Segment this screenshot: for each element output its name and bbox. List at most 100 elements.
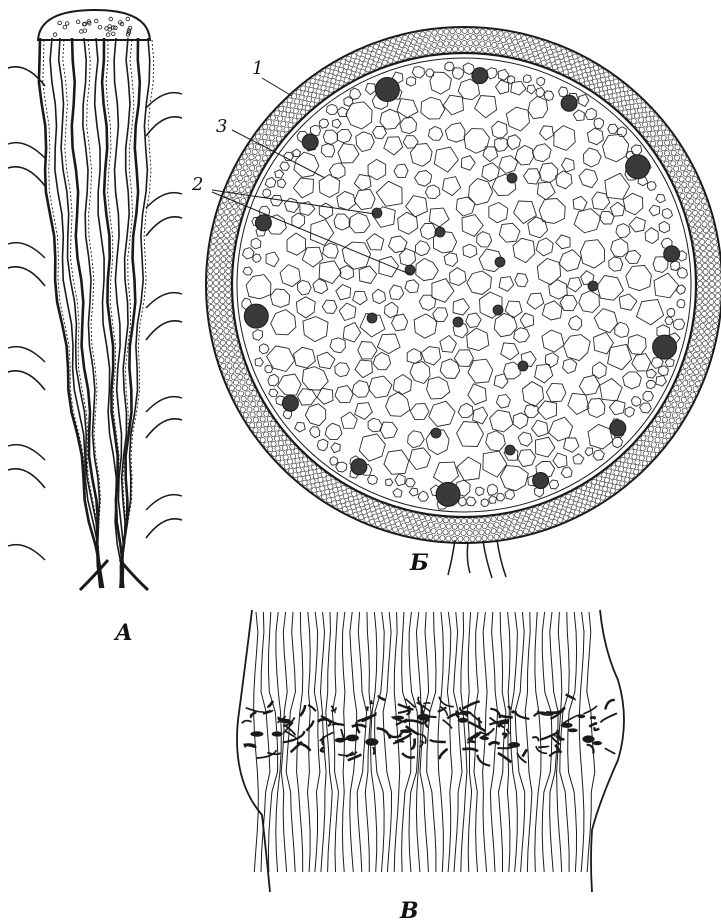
apex-dot	[109, 17, 113, 21]
plexus-strand	[563, 715, 581, 724]
leaf-trace	[146, 293, 182, 308]
plexus-node	[250, 731, 263, 736]
panel-b-endodermis	[232, 53, 696, 517]
vascular-bundle-peripheral	[282, 395, 298, 411]
leaf-trace	[8, 347, 45, 362]
plexus-strand	[469, 722, 486, 731]
leaf-trace	[8, 167, 45, 186]
apex-dot	[65, 22, 69, 26]
plexus-strand	[440, 749, 448, 759]
longitudinal-strand	[499, 612, 506, 872]
plexus-strand	[590, 717, 595, 718]
panel-c-outline-right	[591, 610, 624, 892]
leaf-trace	[146, 397, 182, 412]
callout-label-1: 1	[252, 58, 263, 79]
vascular-bundle-scattered	[505, 445, 515, 455]
plexus-node	[561, 723, 573, 728]
plexus-strand	[462, 702, 479, 709]
panel-b-root	[448, 540, 455, 575]
longitudinal-strand	[461, 612, 467, 872]
callout-line-1	[262, 78, 292, 96]
callout-label-3: 3	[216, 116, 227, 137]
vascular-strand-dotted	[63, 40, 100, 588]
leaf-trace	[146, 193, 182, 208]
longitudinal-strand	[308, 612, 311, 872]
leaf-trace	[146, 117, 182, 136]
plexus-strand	[377, 728, 391, 739]
plexus-strand	[589, 723, 596, 726]
panel-b-cross-section: 1 2 3 Б	[191, 27, 721, 578]
apex-dot	[53, 33, 57, 37]
longitudinal-strand	[254, 612, 259, 872]
plexus-node	[508, 742, 520, 748]
vascular-bundle-scattered	[453, 317, 463, 327]
plexus-node	[400, 729, 412, 733]
plexus-node	[458, 718, 469, 723]
longitudinal-strand	[579, 612, 584, 872]
longitudinal-strand	[525, 612, 532, 872]
longitudinal-strand	[535, 612, 541, 872]
plexus-strand	[338, 752, 357, 756]
leaf-trace	[8, 243, 45, 258]
vascular-bundle-peripheral	[375, 78, 399, 102]
plexus-strand	[352, 725, 366, 727]
vascular-bundle-scattered	[435, 227, 445, 237]
plexus-strand	[417, 702, 431, 711]
plexus-strand	[522, 749, 527, 756]
plexus-node	[417, 714, 430, 721]
longitudinal-strand	[276, 612, 282, 872]
panel-c-longitudinal-strands	[254, 612, 595, 872]
vascular-bundle-scattered	[493, 305, 503, 315]
vascular-bundle-peripheral	[610, 420, 626, 436]
panel-c-node-plexus: В	[237, 610, 624, 922]
plexus-node	[335, 738, 346, 743]
vascular-bundle-peripheral	[472, 68, 488, 84]
plexus-strand	[498, 753, 511, 762]
plexus-strand	[462, 749, 478, 752]
plexus-strand	[594, 727, 599, 730]
plexus-strand	[532, 737, 539, 741]
vascular-bundle-peripheral	[436, 482, 460, 506]
vascular-bundle-scattered	[518, 361, 528, 371]
vascular-bundle-peripheral	[561, 95, 577, 111]
apex-dot	[80, 30, 84, 34]
plexus-strand	[426, 724, 428, 727]
leaf-trace	[8, 469, 45, 488]
panel-b-root	[467, 542, 470, 573]
plexus-node	[578, 714, 586, 718]
vascular-bundle-peripheral	[626, 155, 650, 179]
panel-b-letter: Б	[409, 550, 429, 576]
panel-a-letter: А	[113, 620, 133, 646]
leaf-trace	[146, 519, 182, 538]
leaf-trace	[146, 495, 182, 510]
plexus-strand	[283, 740, 293, 742]
vascular-bundle-scattered	[372, 208, 382, 218]
plexus-strand	[546, 707, 565, 712]
leaf-trace	[146, 217, 182, 236]
leaf-trace	[8, 371, 45, 390]
plexus-node	[282, 719, 290, 724]
plexus-strand	[367, 707, 369, 711]
panel-a-base	[80, 560, 148, 590]
plexus-node	[272, 731, 283, 736]
plexus-strand	[490, 709, 500, 719]
plexus-node	[346, 734, 359, 741]
apex-dot	[105, 27, 109, 31]
plexus-node	[365, 738, 378, 745]
apex-dot	[58, 21, 62, 25]
leaf-trace	[8, 545, 45, 560]
plexus-strand	[600, 713, 617, 722]
plexus-strand	[402, 753, 415, 758]
vascular-bundle-peripheral	[653, 335, 677, 359]
plexus-strand	[489, 742, 500, 745]
vascular-bundle-peripheral	[255, 215, 271, 231]
plexus-strand	[263, 710, 272, 713]
plexus-strand	[538, 746, 549, 748]
longitudinal-strand	[314, 612, 320, 872]
leaf-trace	[8, 143, 45, 158]
longitudinal-strand	[447, 612, 452, 872]
plexus-strand	[443, 720, 453, 729]
plexus-strand	[370, 701, 373, 704]
plexus-strand	[587, 745, 594, 754]
plexus-strand	[308, 705, 316, 711]
